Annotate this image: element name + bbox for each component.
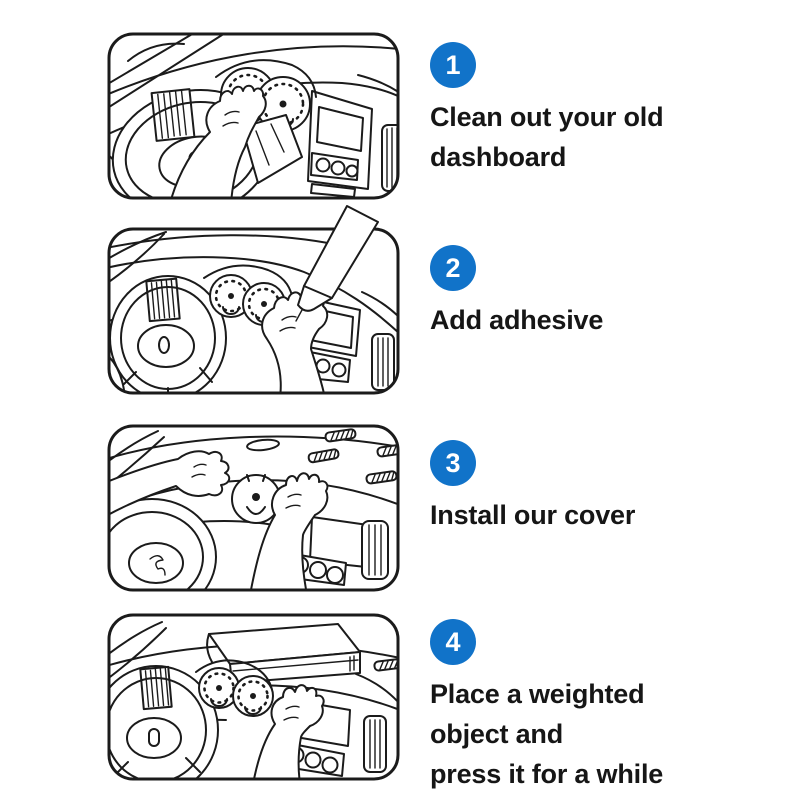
- adhesive-application-drawing: [107, 205, 400, 395]
- step-3-text: Install our cover: [430, 495, 770, 535]
- right-hand: [249, 472, 329, 590]
- step-4-number-badge: 4: [430, 619, 476, 665]
- cover-installation-drawing: [107, 424, 400, 592]
- caption-line: Clean out your old: [430, 102, 664, 132]
- step-1-text: Clean out your old dashboard: [430, 97, 770, 177]
- side-air-vent: [371, 333, 395, 391]
- step-2-number-badge: 2: [430, 245, 476, 291]
- step-1-caption: 1 Clean out your old dashboard: [430, 42, 770, 177]
- step-number: 3: [445, 447, 461, 478]
- step-3-number-badge: 3: [430, 440, 476, 486]
- step-4-caption: 4 Place a weighted object and press it f…: [430, 619, 770, 794]
- glue-tube-icon: [295, 205, 379, 322]
- step-number: 1: [445, 49, 461, 80]
- dashboard-cleaning-drawing: [107, 32, 400, 200]
- weighted-object-drawing: [107, 613, 400, 781]
- illustration-step-2-add-adhesive: [106, 205, 401, 396]
- caption-line: object and: [430, 719, 564, 749]
- weighted-book: [206, 623, 361, 684]
- caption-line: Install our cover: [430, 500, 636, 530]
- step-number: 2: [445, 252, 461, 283]
- step-1-number-badge: 1: [430, 42, 476, 88]
- side-air-vent: [361, 520, 389, 580]
- step-2-caption: 2 Add adhesive: [430, 245, 770, 340]
- illustration-step-3-install-cover: [106, 423, 401, 593]
- left-hand: [109, 450, 231, 518]
- steering-wheel: [109, 275, 227, 393]
- caption-line: dashboard: [430, 142, 567, 172]
- gauge-face: [231, 474, 281, 524]
- step-3-caption: 3 Install our cover: [430, 440, 770, 535]
- step-4-text: Place a weighted object and press it for…: [430, 674, 770, 794]
- dash-cover-vent-slots: [246, 428, 398, 485]
- caption-line: press it for a while: [430, 759, 664, 789]
- illustration-step-1-clean-dashboard: [106, 31, 401, 201]
- reaching-hand: [252, 684, 325, 779]
- side-air-vent: [363, 715, 387, 773]
- gauge-cluster: [195, 659, 274, 717]
- cleaning-cloth: [241, 114, 303, 184]
- wiping-hand: [169, 84, 267, 198]
- center-console: [307, 90, 373, 198]
- caption-line: Add adhesive: [430, 305, 604, 335]
- steering-wheel: [109, 665, 219, 779]
- step-number: 4: [445, 626, 461, 657]
- caption-line: Place a weighted: [430, 679, 645, 709]
- dash-vent-slot: [373, 658, 398, 672]
- illustration-step-4-weighted-object: [106, 612, 401, 782]
- steering-wheel: [109, 498, 217, 590]
- step-2-text: Add adhesive: [430, 300, 770, 340]
